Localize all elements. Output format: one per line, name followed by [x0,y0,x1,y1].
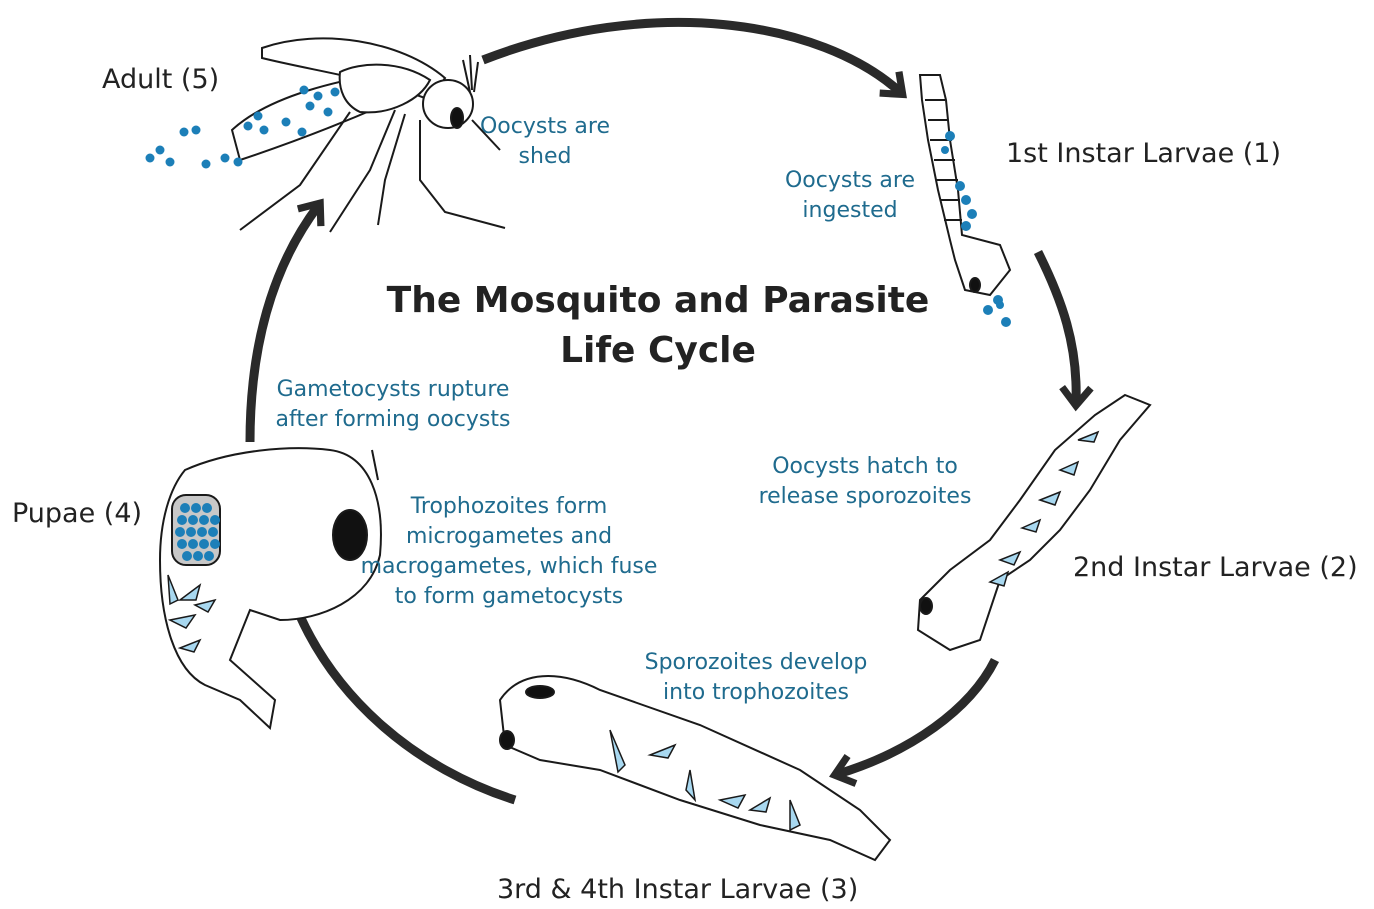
stage-label-larvae1: 1st Instar Larvae (1) [1006,138,1281,169]
diagram-title: The Mosquito and Parasite Life Cycle [358,276,958,376]
arrow-larvae3-to-pupae [291,594,515,800]
arrow-adult-to-larvae1 [483,22,900,92]
stage-label-larvae3: 3rd & 4th Instar Larvae (3) [497,874,858,905]
stage-label-pupae: Pupae (4) [12,498,142,529]
arrow-larvae1-to-larvae2 [1038,252,1076,402]
larvae2-illustration [918,395,1150,650]
stage-label-adult: Adult (5) [102,64,219,95]
title-line-1: The Mosquito and Parasite [358,276,958,326]
title-line-2: Life Cycle [358,326,958,376]
stage-label-larvae2: 2nd Instar Larvae (2) [1073,552,1358,583]
